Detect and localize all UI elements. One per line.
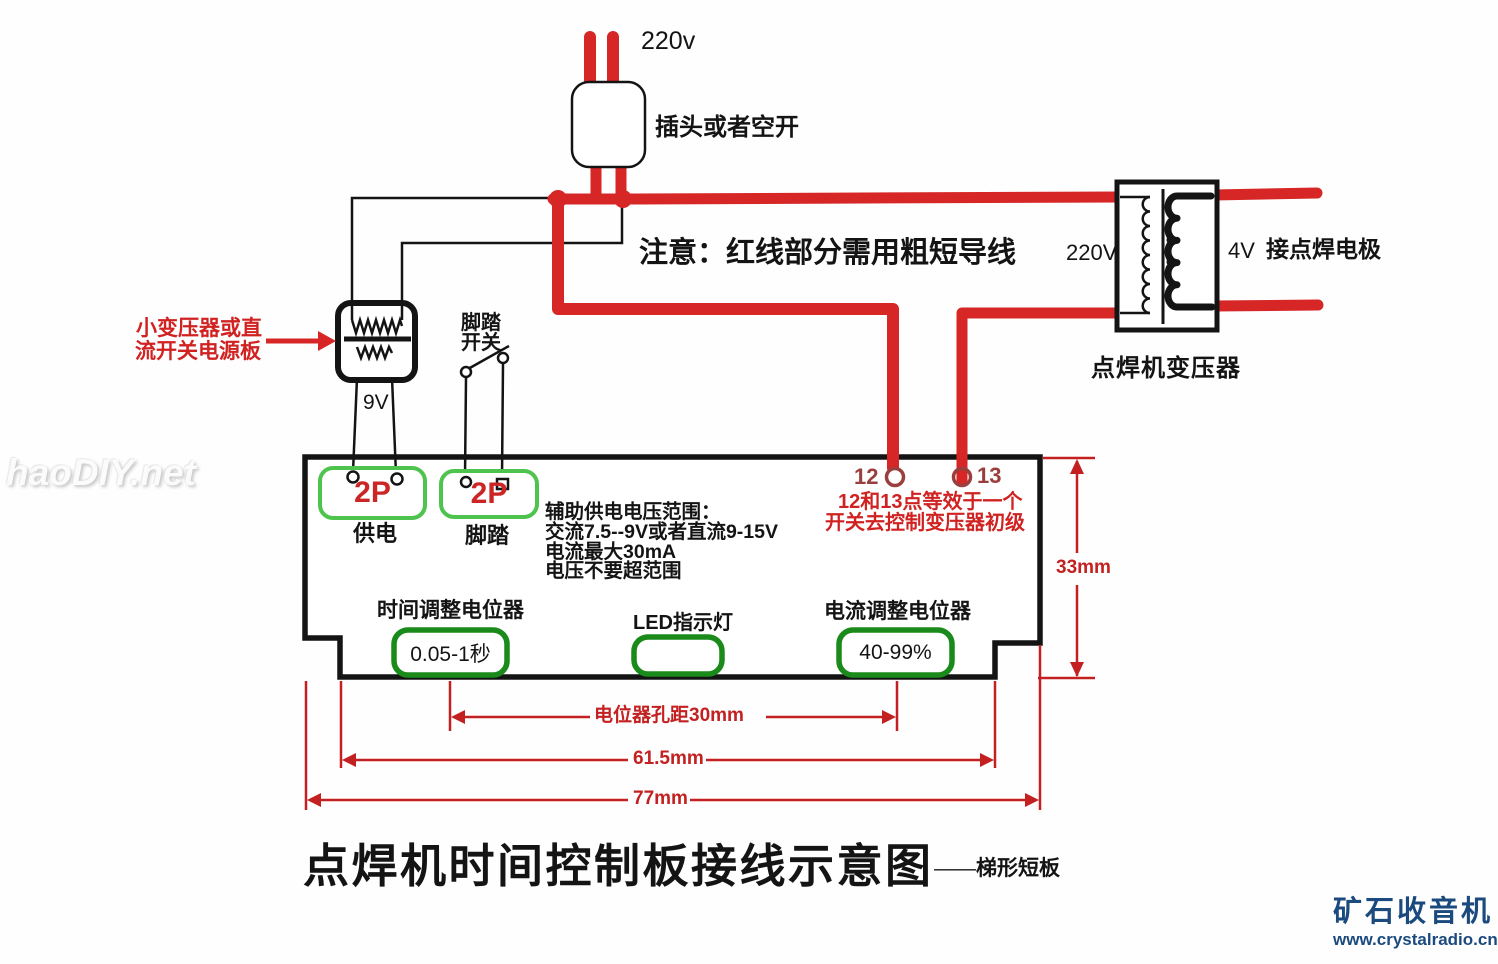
current-potentiometer	[836, 627, 955, 678]
terminal-13-label: 13	[977, 463, 1002, 488]
crystalradio-logo: 矿石收音机	[1333, 896, 1494, 928]
terminal-12-label: 12	[854, 464, 879, 489]
diagram-title: 点焊机时间控制板接线示意图	[303, 840, 934, 892]
foot-switch-symbol	[459, 344, 510, 379]
terminal-note-line2: 开关去控制变压器初级	[825, 512, 1025, 534]
wire-psu-primary-left	[350, 196, 550, 320]
wire-live-to-transformer	[621, 191, 1126, 205]
pin	[459, 475, 473, 489]
psu-pointer-arrow	[266, 331, 336, 351]
dimension-lines	[304, 456, 1095, 810]
dimension-outer-width-label: 77mm	[633, 788, 688, 809]
foot-switch-label-line1: 脚踏	[461, 312, 501, 334]
connector-2p-pedal-label: 2P	[470, 477, 508, 510]
dimension-inner-width-label: 61.5mm	[633, 748, 704, 769]
warning-note: 注意：红线部分需用粗短导线	[639, 237, 1017, 269]
wire-terminal-13-to-transformer	[956, 307, 1126, 486]
wire-footswitch-left	[463, 377, 468, 478]
terminal-note-line1: 12和13点等效于一个	[838, 491, 1023, 513]
time-potentiometer	[391, 627, 510, 678]
terminal-13-pad	[951, 466, 973, 488]
secondary-winding	[355, 343, 394, 362]
connector-power-caption: 供电	[353, 521, 398, 546]
wire-psu-primary-right	[400, 207, 624, 320]
wire-secondary-top	[1208, 187, 1323, 201]
primary-winding	[350, 315, 404, 338]
welder-transformer-symbol	[1114, 179, 1220, 333]
transformer-primary-voltage: 220V	[1066, 240, 1118, 265]
watermark-haodiy: haoDIY.net	[6, 452, 196, 493]
current-pot-value: 40-99%	[859, 640, 932, 664]
time-pot-label: 时间调整电位器	[377, 599, 524, 622]
led-label: LED指示灯	[633, 612, 733, 634]
aux-note-line4: 电压不要超范围	[545, 560, 682, 582]
plug-or-breaker-box	[570, 80, 647, 169]
dimension-pot-spacing-label: 电位器孔距30mm	[594, 705, 744, 726]
title-dash: ——	[934, 857, 976, 880]
pin	[495, 477, 510, 491]
transformer-secondary-voltage: 4V	[1228, 238, 1255, 263]
current-pot-label: 电流调整电位器	[824, 600, 971, 623]
connector-2p-power-label: 2P	[354, 476, 391, 509]
psu-note-line2: 流开关电源板	[135, 340, 261, 363]
primary-coil	[1141, 195, 1151, 315]
psu-output-voltage: 9V	[363, 391, 389, 414]
time-pot-value: 0.05-1秒	[410, 642, 491, 666]
crystalradio-url: www.crystalradio.cn	[1333, 930, 1498, 949]
wire-footswitch-right	[500, 363, 505, 479]
small-transformer-symbol	[335, 300, 418, 383]
dimension-arrowheads	[307, 459, 1084, 807]
wire-secondary-bottom	[1208, 299, 1324, 312]
psu-note-line1: 小变压器或直	[136, 317, 262, 340]
aux-note-line2: 交流7.5--9V或者直流9-15V	[545, 521, 778, 543]
wire-to-terminal-12	[552, 196, 899, 474]
led-indicator	[631, 634, 725, 677]
aux-note-line1: 辅助供电电压范围：	[545, 501, 721, 523]
aux-note-line3: 电流最大30mA	[545, 541, 677, 563]
electrode-label: 接点焊电极	[1266, 236, 1381, 262]
terminal-12-pad	[884, 466, 906, 488]
secondary-coil	[1164, 192, 1216, 311]
junction-dot-right	[614, 190, 632, 208]
pin	[390, 472, 404, 486]
board-components	[318, 466, 973, 678]
junction-dot-left	[549, 190, 567, 208]
plug-label: 插头或者空开	[655, 114, 799, 141]
mains-voltage-label: 220v	[641, 27, 696, 55]
connector-pedal-caption: 脚踏	[465, 523, 510, 548]
red-mains-wires	[547, 31, 1324, 486]
foot-switch-label-line2: 开关	[461, 332, 501, 354]
welder-transformer-label: 点焊机变压器	[1091, 355, 1241, 382]
title-suffix: 梯形短板	[976, 857, 1060, 880]
dimension-height-label: 33mm	[1056, 557, 1111, 578]
pin	[346, 470, 360, 484]
